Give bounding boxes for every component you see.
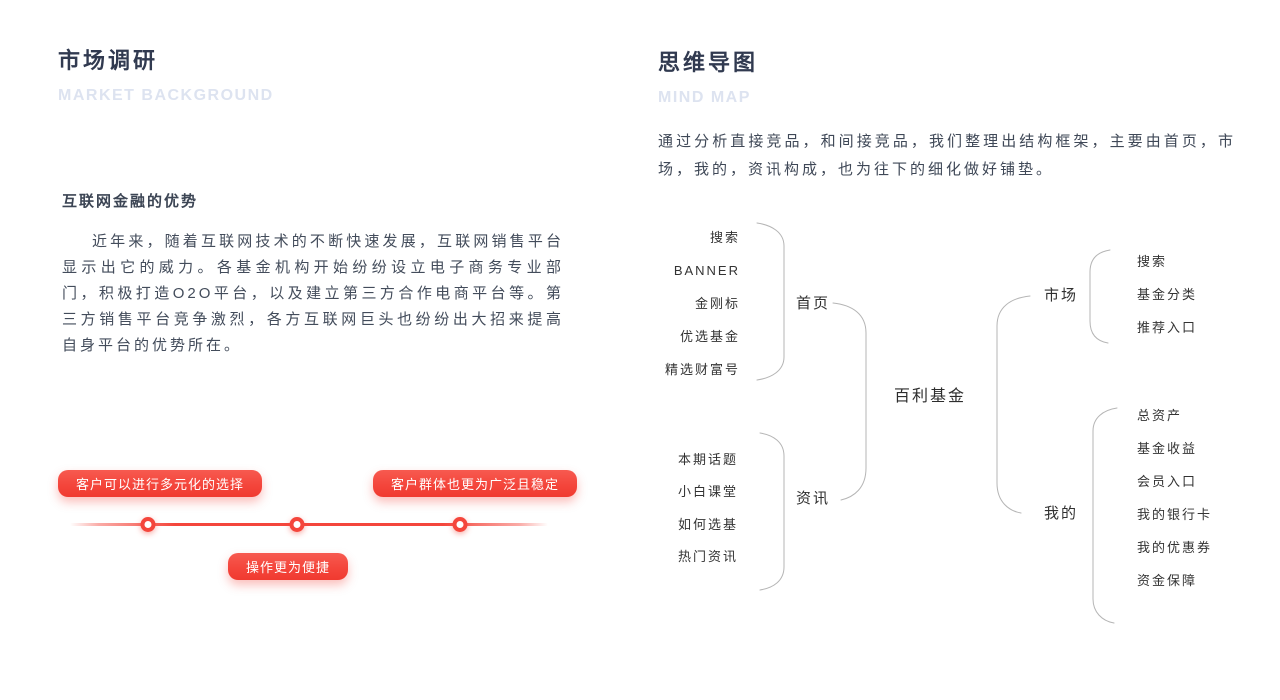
timeline-dot-2 bbox=[289, 517, 305, 532]
mindmap-node-market: 市场 bbox=[1043, 287, 1078, 304]
mindmap-leaf-market-recommend: 推荐入口 bbox=[1137, 320, 1198, 335]
mindmap-leaf-mine-income: 基金收益 bbox=[1137, 441, 1198, 456]
mindmap-leaf-home-picked: 优选基金 bbox=[679, 329, 740, 344]
advantage-badge-3: 操作更为便捷 bbox=[228, 553, 349, 580]
mindmap-leaf-news-howto: 如何选基 bbox=[677, 517, 738, 532]
mindmap-leaf-mine-coupon: 我的优惠券 bbox=[1137, 540, 1213, 555]
mindmap-leaf-news-hot: 热门资讯 bbox=[677, 549, 738, 564]
timeline-line bbox=[70, 523, 548, 526]
mind-map-paragraph: 通过分析直接竞品，和间接竞品，我们整理出结构框架，主要由首页，市场，我的，资讯构… bbox=[658, 133, 1236, 178]
mindmap-node-home: 首页 bbox=[795, 295, 830, 312]
mindmap-leaf-home-kingkong: 金刚标 bbox=[694, 296, 740, 311]
mind-map-diagram: 百利基金 首页 资讯 市场 我的 搜索 BANNER 金刚标 优选基金 精选财富… bbox=[650, 200, 1280, 660]
mindmap-root-node: 百利基金 bbox=[893, 388, 966, 405]
mind-map-section-header: 思维导图 MIND MAP bbox=[658, 51, 758, 107]
timeline-dot-3 bbox=[452, 517, 468, 532]
brace-left-trunk bbox=[832, 302, 867, 501]
mindmap-leaf-news-topic: 本期话题 bbox=[677, 452, 738, 467]
market-research-paragraph: 近年来，随着互联网技术的不断快速发展，互联网销售平台显示出它的威力。各基金机构开… bbox=[62, 233, 564, 354]
advantage-badge-1: 客户可以进行多元化的选择 bbox=[58, 470, 263, 497]
mindmap-leaf-home-wealth: 精选财富号 bbox=[664, 362, 740, 377]
brace-mine-children bbox=[1092, 407, 1118, 624]
timeline-dot-1 bbox=[140, 517, 156, 532]
brace-home-children bbox=[756, 222, 785, 381]
brace-news-children bbox=[759, 432, 785, 591]
mind-map-subtitle: MIND MAP bbox=[658, 89, 751, 106]
mindmap-leaf-home-search: 搜索 bbox=[709, 230, 740, 245]
market-research-title: 市场调研 bbox=[58, 48, 159, 73]
mindmap-leaf-mine-assets: 总资产 bbox=[1137, 408, 1183, 423]
market-research-section-header: 市场调研 MARKET BACKGROUND bbox=[58, 49, 274, 105]
mindmap-leaf-news-class: 小白课堂 bbox=[677, 484, 738, 499]
brace-right-trunk bbox=[996, 295, 1031, 514]
market-research-subtitle: MARKET BACKGROUND bbox=[58, 87, 274, 104]
mindmap-leaf-home-banner: BANNER bbox=[673, 263, 740, 278]
mindmap-node-news: 资讯 bbox=[795, 490, 830, 507]
mindmap-leaf-mine-bankcard: 我的银行卡 bbox=[1137, 507, 1213, 522]
mind-map-connector-lines bbox=[756, 222, 1118, 624]
brace-market-children bbox=[1089, 249, 1111, 344]
mindmap-leaf-mine-member: 会员入口 bbox=[1137, 474, 1198, 489]
advantage-badge-2: 客户群体也更为广泛且稳定 bbox=[373, 470, 578, 497]
mindmap-leaf-mine-guarantee: 资金保障 bbox=[1137, 573, 1198, 588]
advantages-heading: 互联网金融的优势 bbox=[62, 193, 199, 210]
mindmap-node-mine: 我的 bbox=[1043, 505, 1078, 522]
mindmap-leaf-market-search: 搜索 bbox=[1137, 254, 1168, 269]
mindmap-leaf-market-category: 基金分类 bbox=[1137, 287, 1198, 302]
mind-map-title: 思维导图 bbox=[658, 50, 759, 75]
